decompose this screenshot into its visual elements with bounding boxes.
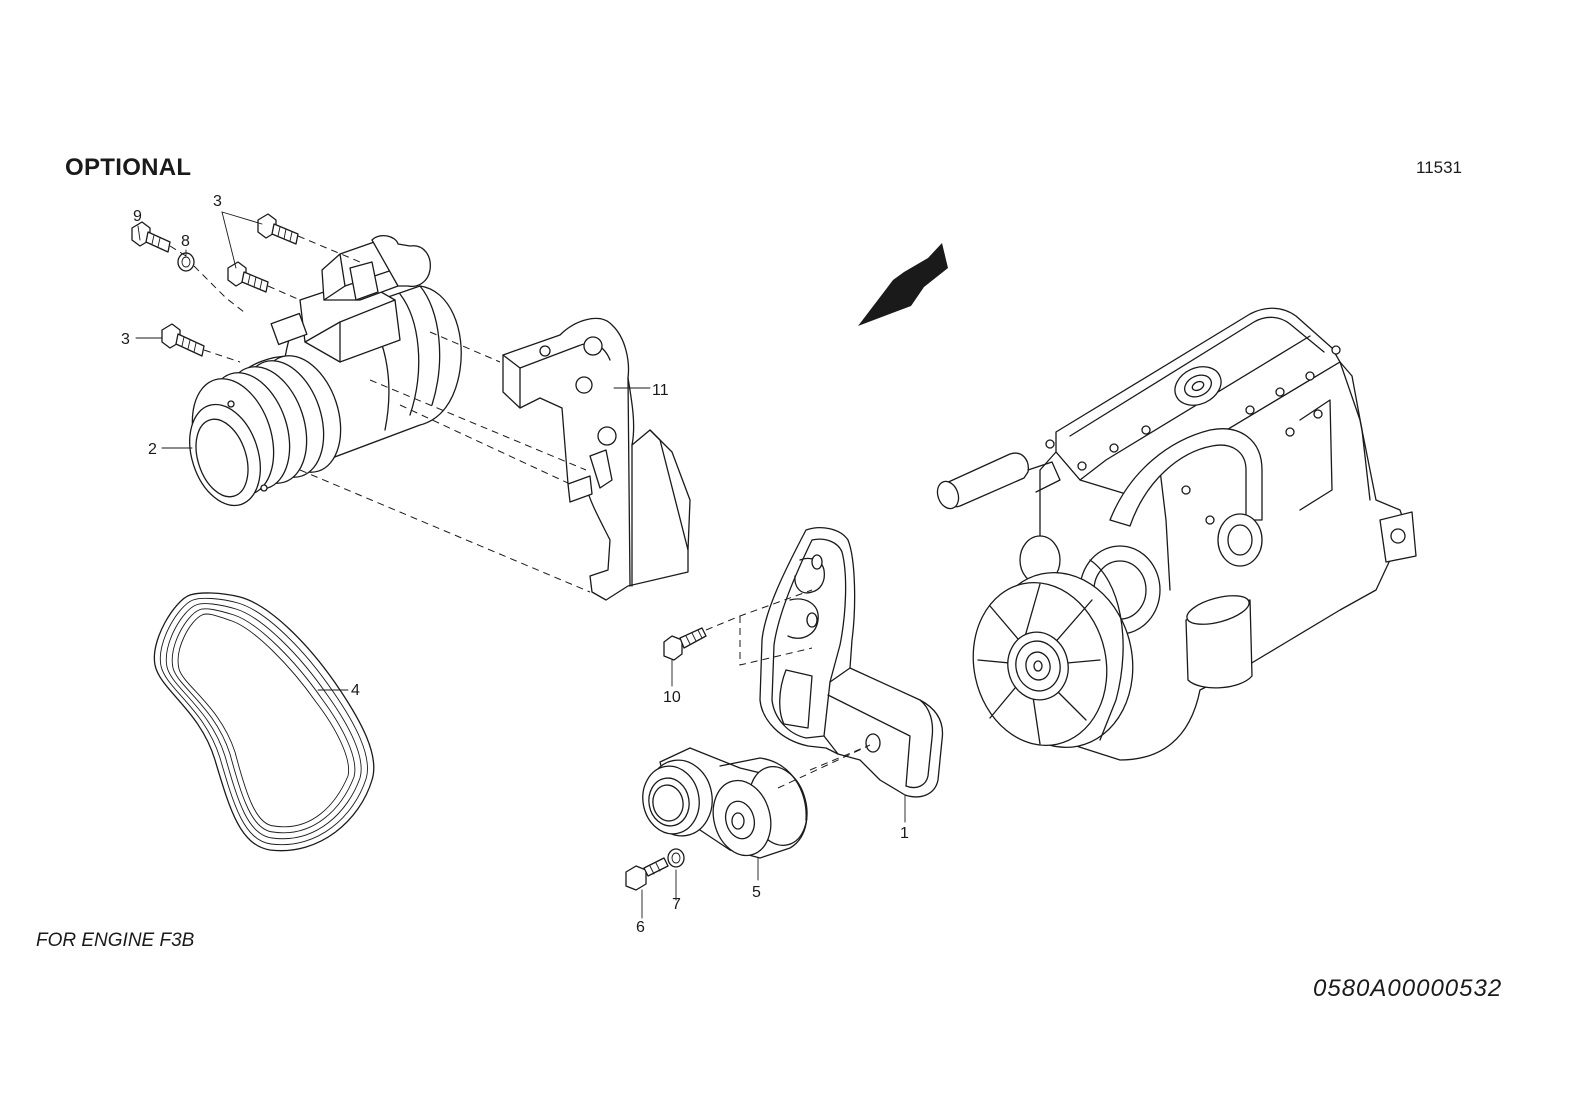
callout-labels: 1 2 3 3 4 5 6 7 8 9 10 11 — [121, 193, 909, 936]
tensioner-pulley-part — [642, 747, 808, 859]
bracket-part — [502, 317, 691, 601]
callout-2: 2 — [148, 441, 157, 458]
bolt-3-upper — [257, 213, 299, 245]
belt-part — [153, 592, 375, 852]
callout-10: 10 — [663, 689, 681, 706]
callout-8: 8 — [181, 233, 190, 250]
callout-1: 1 — [900, 825, 909, 842]
tensioner-bracket-part — [759, 527, 944, 798]
assembly-lines-tensioner — [705, 589, 871, 789]
bolt-10 — [663, 627, 707, 661]
bolt-3-lower — [161, 323, 205, 357]
engine-cover-bolts — [1045, 345, 1341, 555]
direction-arrow — [858, 243, 948, 326]
bolt-3-middle — [227, 261, 269, 293]
callout-5: 5 — [752, 884, 761, 901]
bolt-6 — [625, 857, 669, 891]
callout-7: 7 — [672, 896, 681, 913]
engine-assembly — [936, 307, 1417, 761]
callout-4: 4 — [351, 682, 360, 699]
callout-3-upper: 3 — [213, 193, 222, 210]
compressor-part — [189, 234, 462, 507]
callout-3-lower: 3 — [121, 331, 130, 348]
callout-9: 9 — [133, 208, 142, 225]
leader-lines — [135, 211, 906, 919]
callout-11: 11 — [652, 382, 669, 399]
engine-note: FOR ENGINE F3B — [36, 930, 195, 951]
figure-number: 11531 — [1416, 158, 1463, 177]
callout-6: 6 — [636, 919, 645, 936]
bolt-9 — [131, 221, 171, 253]
assembly-lines-compressor — [169, 235, 591, 593]
page-title: OPTIONAL — [65, 154, 192, 181]
washer-7 — [667, 848, 685, 868]
document-code: 0580A00000532 — [1313, 975, 1503, 1002]
